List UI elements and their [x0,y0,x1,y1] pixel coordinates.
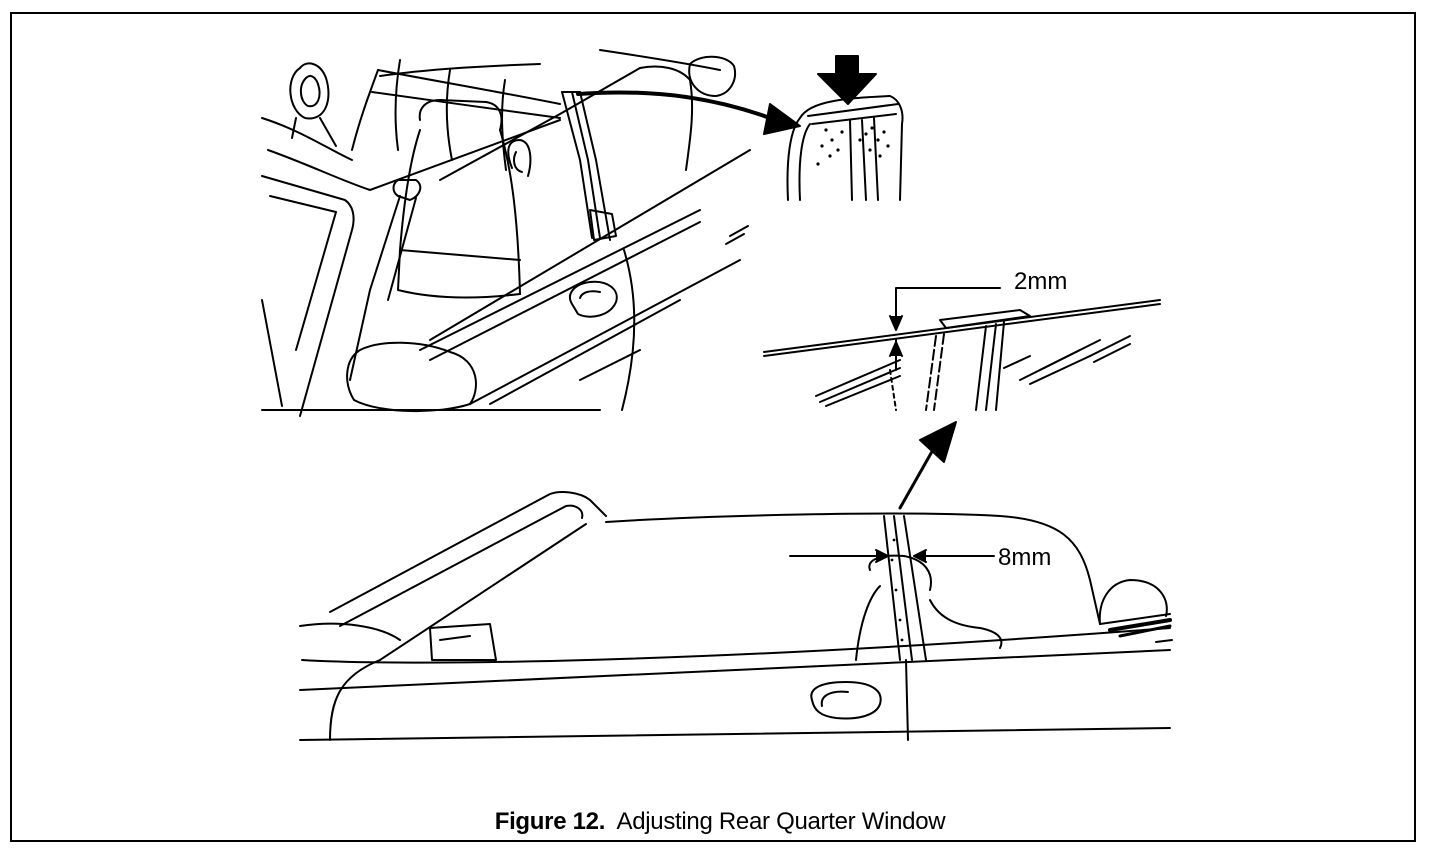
gap-detail [763,287,1161,411]
car-side-view [299,491,1173,741]
figure-frame [10,12,1416,842]
figure-caption: Figure 12. Adjusting Rear Quarter Window [0,808,1440,836]
figure-title: Adjusting Rear Quarter Window [616,808,946,835]
arrow-to-gap-detail [898,421,957,510]
interior-view [261,49,751,417]
gap-label-8mm: 8mm [998,544,1052,571]
gap-label-2mm: 2mm [1014,268,1068,295]
curved-arrow-to-detail [576,90,801,135]
figure-number: Figure 12. [494,808,606,835]
weatherstrip-detail [786,55,904,201]
